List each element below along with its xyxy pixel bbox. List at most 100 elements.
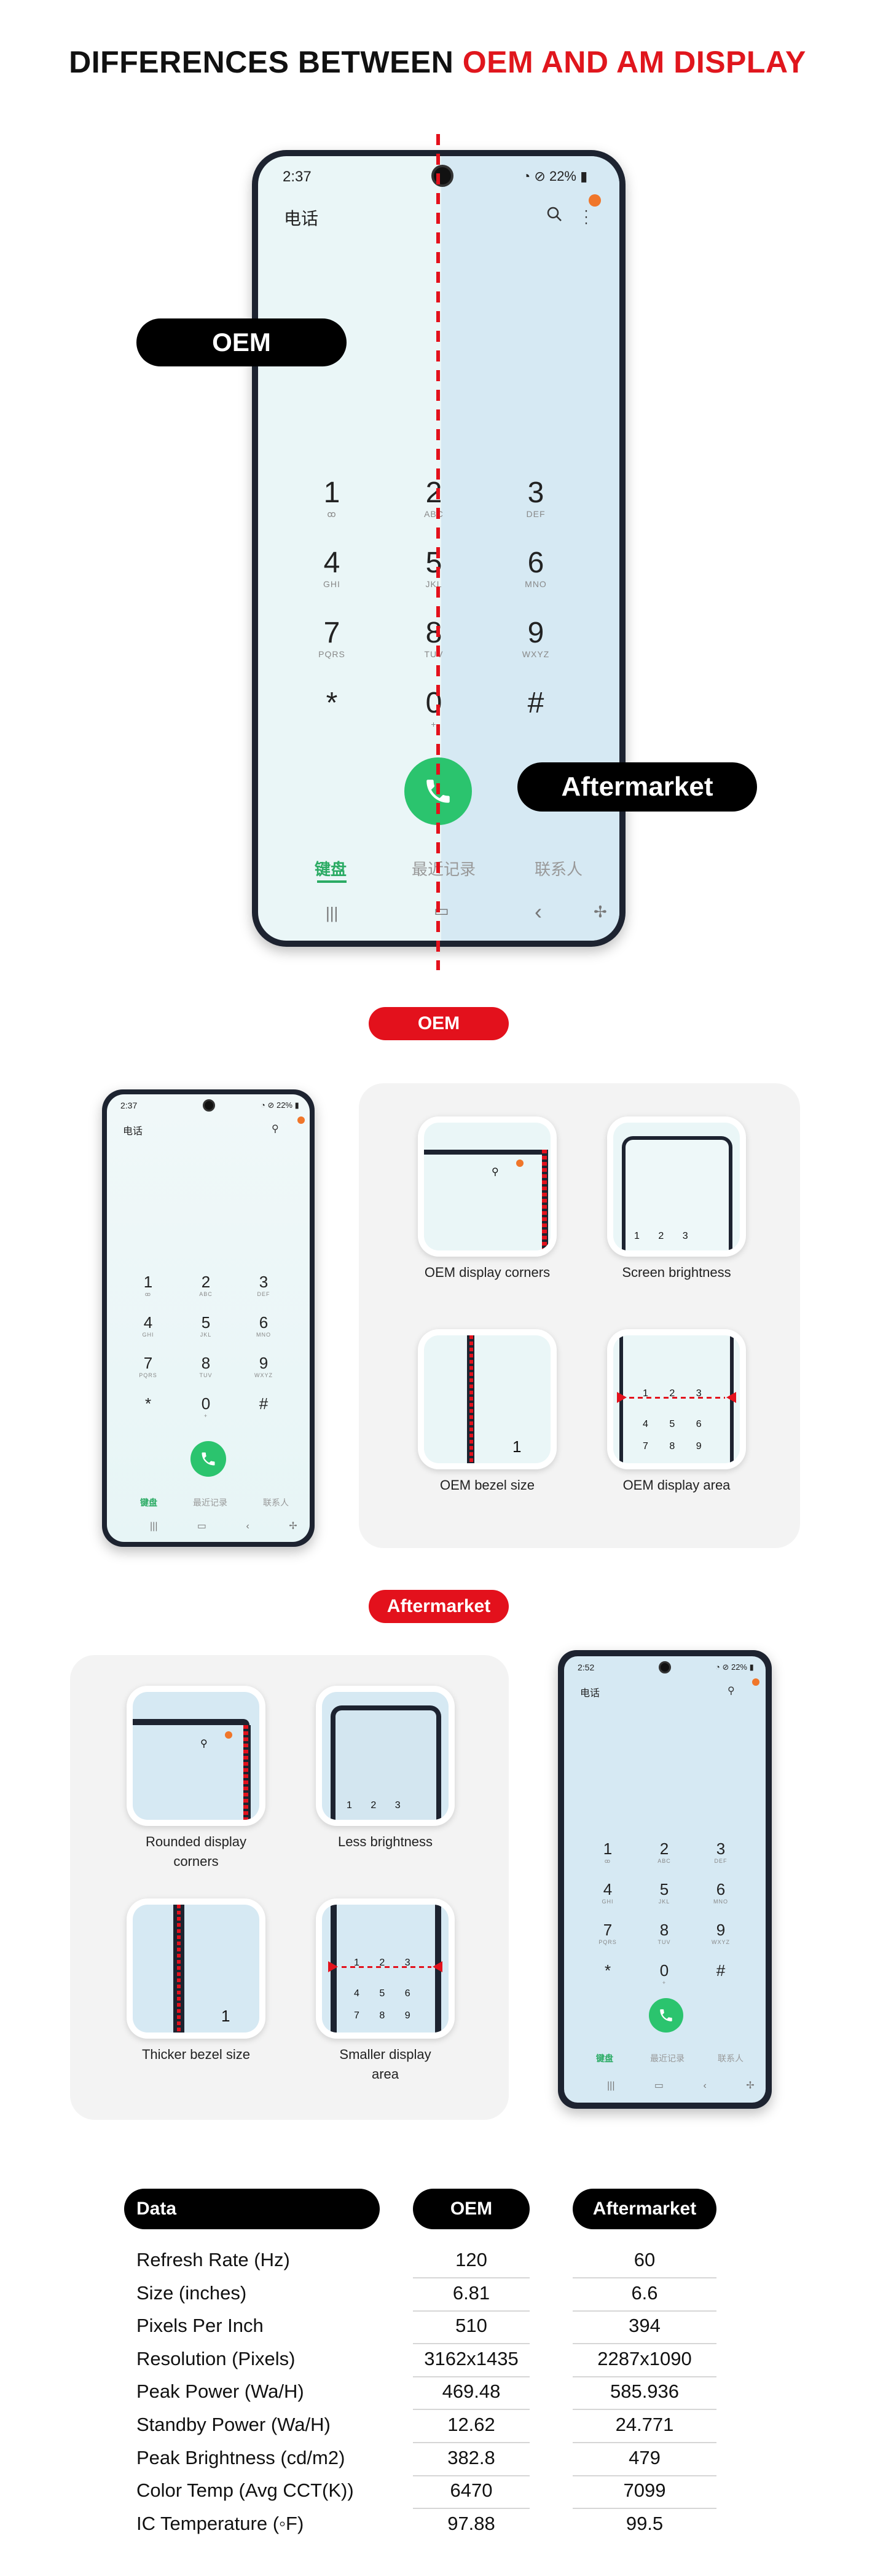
key-0[interactable]: 0+ [184, 1394, 227, 1419]
key-star[interactable]: * [295, 687, 369, 719]
search-icon[interactable] [546, 205, 563, 223]
oem-tab-contacts[interactable]: 联系人 [263, 1498, 289, 1507]
key-number: 6 [716, 1880, 726, 1898]
am-status-battery: ◔ ⊘ 22% ▮ [715, 1662, 754, 1672]
key-letters: TUV [424, 649, 444, 659]
key-letters: GHI [142, 1332, 154, 1338]
more-icon[interactable]: ··· [584, 202, 589, 231]
key-number: 6 [527, 547, 544, 579]
table-row-label: Pixels Per Inch [136, 2315, 264, 2337]
key-number: 1 [143, 1273, 153, 1291]
am-call-button[interactable] [649, 1998, 683, 2033]
key-number: 3 [259, 1273, 269, 1291]
key-number: 2 [659, 1839, 669, 1858]
key-number: # [716, 1961, 726, 1980]
am-tab-keypad[interactable]: 键盘 [596, 2053, 613, 2063]
key-number: 9 [527, 617, 544, 649]
table-row-divider-am [573, 2310, 716, 2312]
am-search-icon[interactable]: ⚲ [728, 1686, 735, 1696]
nav-recents-icon[interactable]: ||| [326, 904, 339, 922]
key-letters: ABC [424, 509, 444, 519]
key-letters: MNO [525, 579, 547, 589]
am-nav-bar: ||| ▭ ‹ ✢ [607, 2080, 755, 2091]
key-hash[interactable]: # [499, 687, 573, 719]
thumb-less-brightness: 1 2 3 [316, 1686, 455, 1826]
table-row-oem-value: 6470 [450, 2479, 493, 2502]
oem-nav-bar: ||| ▭ ‹ ✢ [150, 1521, 297, 1531]
key-number: 8 [659, 1921, 669, 1939]
key-number: 1 [603, 1839, 613, 1858]
key-number: 1 [323, 476, 340, 509]
thumb-screen-brightness: 1 2 3 [607, 1116, 746, 1257]
hero-tab-recent[interactable]: 最近记录 [412, 860, 476, 879]
hero-tab-keypad[interactable]: 键盘 [315, 860, 347, 879]
key-0[interactable]: 0+ [643, 1961, 686, 1986]
key-letters: WXYZ [712, 1939, 730, 1945]
table-row-label: Resolution (Pixels) [136, 2347, 296, 2369]
key-number: # [259, 1394, 269, 1413]
key-hash[interactable]: # [699, 1961, 742, 1980]
table-row-label: Color Temp (Avg CCT(K)) [136, 2479, 354, 2502]
am-tab-contacts[interactable]: 联系人 [718, 2053, 744, 2063]
oem-tab-keypad[interactable]: 键盘 [140, 1498, 157, 1507]
table-row-divider-oem [413, 2475, 530, 2476]
key-number: * [144, 1394, 152, 1413]
table-row-label: Size (inches) [136, 2282, 247, 2304]
oem-call-button[interactable] [190, 1441, 226, 1477]
key-letters: MNO [256, 1332, 271, 1338]
oem-tab-recent[interactable]: 最近记录 [193, 1498, 227, 1507]
nav-accessibility-icon[interactable]: ✢ [594, 903, 607, 921]
oem-badge-dot [297, 1116, 305, 1124]
table-row-divider-am [573, 2277, 716, 2278]
key-number: 7 [323, 617, 340, 649]
am-tab-recent[interactable]: 最近记录 [650, 2053, 685, 2063]
key-number: 6 [259, 1313, 269, 1332]
caption-rounded-corners: Rounded display corners [146, 1834, 246, 1869]
key-hash[interactable]: # [242, 1394, 285, 1413]
table-row-am-value: 24.771 [615, 2414, 674, 2435]
key-star[interactable]: * [127, 1394, 170, 1413]
key-star[interactable]: * [586, 1961, 629, 1980]
nav-back-icon[interactable]: ‹ [535, 899, 542, 924]
key-letters: ꝏ [604, 1858, 611, 1864]
oem-camera [203, 1099, 215, 1112]
key-number: 4 [603, 1880, 613, 1898]
table-row-label: Peak Power (Wa/H) [136, 2380, 304, 2403]
hero-tab-contacts[interactable]: 联系人 [535, 860, 583, 879]
key-0[interactable]: 0+ [397, 687, 471, 730]
key-letters: + [431, 719, 437, 729]
key-letters: JKL [425, 579, 442, 589]
table-row-oem-value: 510 [455, 2315, 487, 2337]
hero-status-battery: ◔ ⊘ 22% ▮ [522, 168, 588, 184]
caption-thicker-bezel: Thicker bezel size [141, 2047, 251, 2062]
oem-search-icon[interactable]: ⚲ [272, 1124, 279, 1134]
